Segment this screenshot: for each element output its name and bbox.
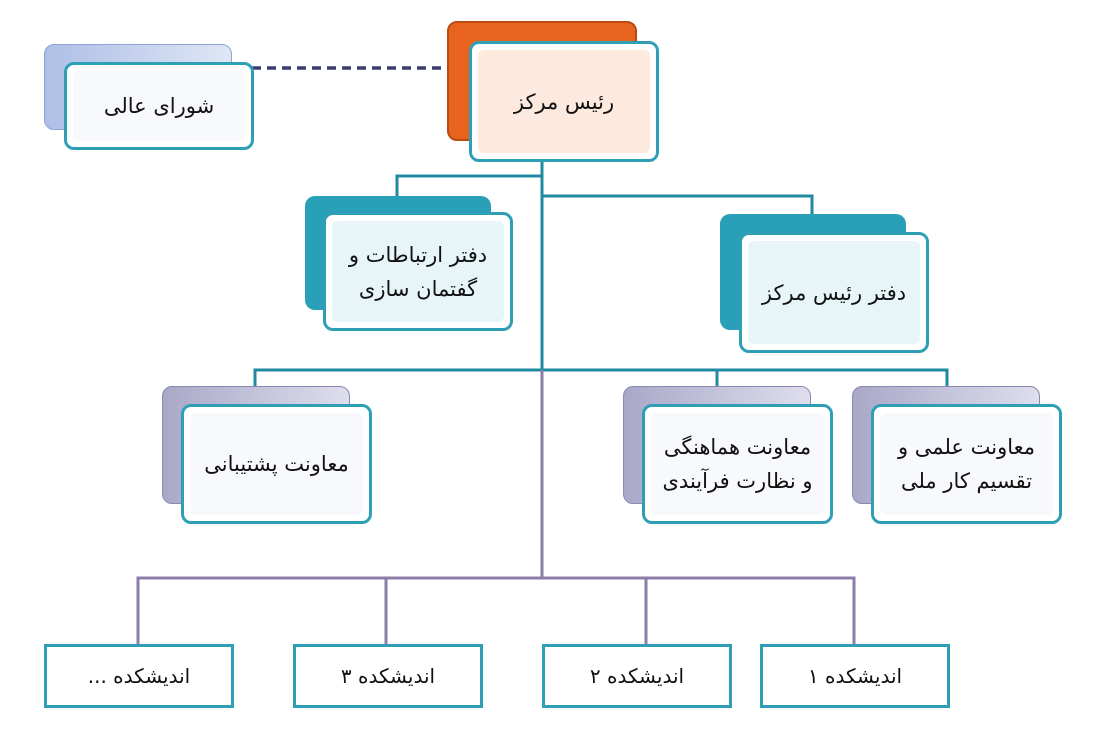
office-head-card-fill: دفتر رئیس مرکز: [748, 241, 920, 344]
think-tank-3-label: اندیشکده ۳: [340, 664, 436, 688]
think-tank-4-box: اندیشکده ...: [44, 644, 234, 708]
deputy-coordination-label: معاونت هماهنگی و نظارت فرآیندی: [662, 435, 813, 493]
think-tank-2-label: اندیشکده ۲: [589, 664, 685, 688]
office-communications-card: دفتر ارتباطات و گفتمان سازی: [323, 212, 513, 331]
deputy-support-card: معاونت پشتیبانی: [181, 404, 372, 524]
head-label: رئیس مرکز: [513, 89, 615, 114]
office-head-label: دفتر رئیس مرکز: [761, 280, 907, 305]
deputy-scientific-label: معاونت علمی و تقسیم کار ملی: [897, 435, 1035, 493]
deputy-coordination-card: معاونت هماهنگی و نظارت فرآیندی: [642, 404, 833, 524]
office-communications-card-fill: دفتر ارتباطات و گفتمان سازی: [332, 221, 504, 322]
deputy-scientific-card: معاونت علمی و تقسیم کار ملی: [871, 404, 1062, 524]
deputy-support-label: معاونت پشتیبانی: [204, 452, 349, 476]
office-communications-label: دفتر ارتباطات و گفتمان سازی: [348, 242, 488, 301]
think-tank-3-box: اندیشکده ۳: [293, 644, 483, 708]
deputy-coordination-card-fill: معاونت هماهنگی و نظارت فرآیندی: [651, 413, 824, 515]
office-head-card: دفتر رئیس مرکز: [739, 232, 929, 353]
think-tank-1-label: اندیشکده ۱: [807, 664, 903, 688]
think-tank-2-box: اندیشکده ۲: [542, 644, 732, 708]
council-label: شورای عالی: [103, 94, 215, 118]
head-card-fill: رئیس مرکز: [478, 50, 650, 153]
think-tank-1-box: اندیشکده ۱: [760, 644, 950, 708]
council-card: شورای عالی: [64, 62, 254, 150]
think-tank-4-label: اندیشکده ...: [87, 664, 191, 688]
deputy-support-card-fill: معاونت پشتیبانی: [190, 413, 363, 515]
head-card: رئیس مرکز: [469, 41, 659, 162]
deputy-scientific-card-fill: معاونت علمی و تقسیم کار ملی: [880, 413, 1053, 515]
council-card-fill: شورای عالی: [73, 71, 245, 141]
